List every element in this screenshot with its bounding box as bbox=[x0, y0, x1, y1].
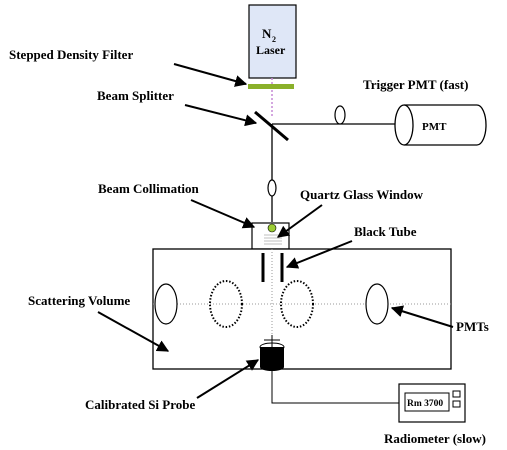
label-stepped-density-filter: Stepped Density Filter bbox=[9, 47, 133, 62]
arrow-quartz-glass-window bbox=[277, 204, 323, 238]
n2-laser: N 2 Laser bbox=[248, 4, 297, 79]
arrow-beam-collimation bbox=[190, 199, 256, 229]
pmt-window-right bbox=[365, 283, 389, 325]
stepped-density-filter bbox=[248, 84, 294, 89]
trigger-pmt: PMT bbox=[394, 104, 487, 146]
radiometer-button-2 bbox=[452, 400, 461, 408]
fiber-loop-vertical bbox=[267, 179, 277, 197]
arrow-black-tube bbox=[285, 240, 353, 269]
pmt-window-inner-right bbox=[280, 280, 314, 328]
label-radiometer: Radiometer (slow) bbox=[384, 431, 486, 446]
label-trigger-pmt: Trigger PMT (fast) bbox=[363, 77, 468, 92]
radiometer-display bbox=[404, 392, 450, 412]
label-beam-splitter: Beam Splitter bbox=[97, 88, 174, 103]
laser-label-subscript: 2 bbox=[272, 35, 276, 44]
collimator-lens bbox=[267, 223, 277, 233]
laser-label-text: Laser bbox=[256, 43, 286, 57]
radiometer-button-1 bbox=[452, 390, 461, 398]
calibrated-si-probe bbox=[259, 335, 285, 371]
beam-collimation bbox=[251, 222, 290, 250]
radiometer-display-text: Rm 3700 bbox=[407, 399, 443, 409]
label-beam-collimation: Beam Collimation bbox=[98, 181, 200, 196]
label-pmts: PMTs bbox=[456, 319, 489, 334]
label-black-tube: Black Tube bbox=[354, 224, 417, 239]
laser-box bbox=[248, 4, 297, 79]
laser-label-n: N bbox=[262, 26, 272, 41]
arrow-scattering-volume bbox=[97, 311, 170, 352]
arrow-calibrated-si-probe bbox=[196, 359, 260, 399]
pmt-window-left bbox=[154, 283, 178, 325]
arrow-beam-splitter bbox=[184, 104, 258, 127]
pmt-box-label: PMT bbox=[422, 121, 447, 133]
pmt-window-inner-left bbox=[209, 280, 243, 328]
arrow-pmts bbox=[390, 305, 454, 328]
fiber-loop-top bbox=[334, 105, 346, 125]
probe-cable bbox=[271, 371, 400, 404]
radiometer: Rm 3700 bbox=[398, 383, 466, 423]
arrow-stepped-density-filter bbox=[173, 63, 248, 87]
label-calibrated-si-probe: Calibrated Si Probe bbox=[85, 397, 195, 412]
scattering-volume-box bbox=[152, 248, 452, 370]
label-scattering-volume: Scattering Volume bbox=[28, 293, 130, 308]
label-quartz-glass-window: Quartz Glass Window bbox=[300, 187, 424, 202]
